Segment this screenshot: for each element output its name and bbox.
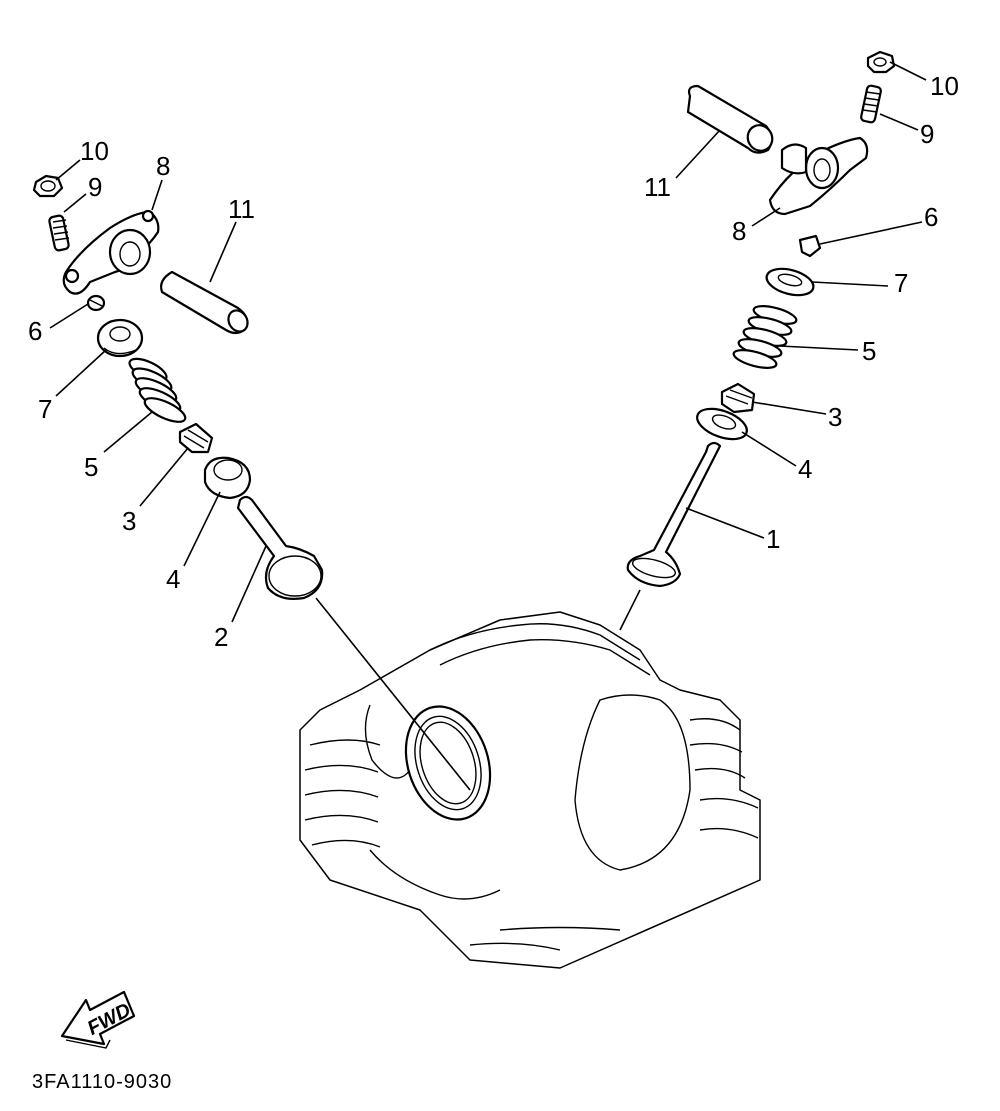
callout-right-8: 8: [732, 216, 746, 246]
fwd-arrow: FWD: [60, 990, 136, 1049]
leader-lines: [49, 61, 927, 791]
left-valve-spring-part: [128, 357, 187, 423]
left-adjuster-screw-part: [48, 214, 70, 252]
callouts-right: 10 9 11 8 6 7 5 3 4 1: [644, 71, 959, 554]
left-locknut-part: [32, 174, 64, 198]
callout-left-5: 5: [84, 452, 98, 482]
left-valve-assembly: [32, 174, 324, 600]
callouts-left: 10 9 8 11 6 7 5 3 4 2: [28, 136, 255, 652]
callout-right-6: 6: [924, 202, 938, 232]
callout-right-5: 5: [862, 336, 876, 366]
callout-left-9: 9: [88, 172, 102, 202]
cylinder-head: [299, 611, 761, 969]
right-intake-valve-part: [626, 441, 722, 588]
left-valve-cotter-part: [86, 294, 106, 312]
right-spring-retainer-part: [765, 267, 815, 297]
callout-left-8: 8: [156, 151, 170, 181]
left-rocker-arm-part: [62, 209, 160, 295]
right-valve-spring-part: [732, 305, 798, 369]
callout-right-1: 1: [766, 524, 780, 554]
callout-left-11: 11: [228, 194, 255, 224]
left-rocker-shaft-part: [160, 270, 249, 335]
right-rocker-arm-part: [768, 136, 869, 216]
callout-left-4: 4: [166, 564, 180, 594]
callout-left-6: 6: [28, 316, 42, 346]
left-stem-seal-part: [178, 422, 214, 454]
callout-left-3: 3: [122, 506, 136, 536]
right-spring-seat-part: [696, 407, 748, 441]
callout-right-10: 10: [930, 71, 959, 101]
callout-right-9: 9: [920, 119, 934, 149]
callout-right-7: 7: [894, 268, 908, 298]
right-valve-assembly: [626, 50, 896, 588]
right-valve-cotter-part: [798, 234, 822, 258]
diagram-code: 3FA1110-9030: [32, 1071, 172, 1093]
callout-right-11: 11: [644, 172, 671, 202]
right-adjuster-screw-part: [860, 84, 882, 124]
left-exhaust-valve-part: [236, 495, 324, 600]
callout-right-3: 3: [828, 402, 842, 432]
callout-left-7: 7: [38, 394, 52, 424]
callout-left-10: 10: [80, 136, 109, 166]
right-stem-seal-part: [720, 382, 756, 414]
left-spring-retainer-part: [96, 318, 144, 358]
callout-right-4: 4: [798, 454, 812, 484]
callout-left-2: 2: [214, 622, 228, 652]
right-rocker-shaft-part: [686, 84, 774, 154]
right-locknut-part: [866, 50, 896, 74]
left-spring-seat-part: [203, 456, 252, 500]
